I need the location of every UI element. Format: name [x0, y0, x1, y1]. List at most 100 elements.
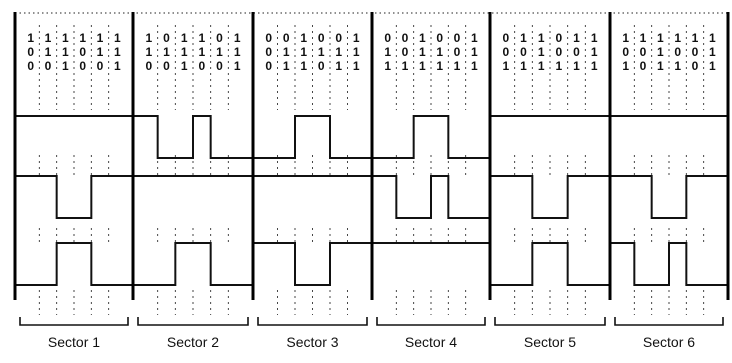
- bit-value: 1: [335, 59, 342, 73]
- bit-value: 0: [265, 59, 272, 73]
- bit-value: 1: [471, 31, 478, 45]
- bit-value: 0: [640, 59, 647, 73]
- bit-value: 0: [502, 31, 509, 45]
- bit-value: 1: [591, 59, 598, 73]
- bit-value: 0: [335, 31, 342, 45]
- bit-value: 1: [62, 59, 69, 73]
- bit-value: 0: [384, 31, 391, 45]
- bit-value: 1: [591, 31, 598, 45]
- bit-value: 1: [234, 31, 241, 45]
- bit-value: 1: [573, 31, 580, 45]
- bit-value: 1: [353, 45, 360, 59]
- bit-value: 0: [163, 31, 170, 45]
- bit-value: 0: [674, 45, 681, 59]
- bit-value: 1: [436, 45, 443, 59]
- bit-value: 1: [591, 45, 598, 59]
- bit-value: 1: [163, 45, 170, 59]
- sector-bracket: [19, 317, 129, 326]
- bit-value: 1: [709, 31, 716, 45]
- sector-label: Sector 5: [524, 334, 576, 350]
- bit-value: 1: [520, 31, 527, 45]
- bit-value: 1: [318, 45, 325, 59]
- bit-value: 0: [318, 59, 325, 73]
- bit-value: 0: [622, 45, 629, 59]
- bit-value: 1: [335, 45, 342, 59]
- bit-value: 1: [145, 31, 152, 45]
- sector-bracket: [494, 317, 606, 326]
- phase-waveform: [133, 242, 253, 286]
- bit-value: 1: [471, 59, 478, 73]
- bit-value: 1: [657, 31, 664, 45]
- timing-grid: [15, 12, 728, 315]
- bit-value: 1: [62, 45, 69, 59]
- sector-label: Sector 3: [286, 334, 338, 350]
- bit-value: 1: [538, 59, 545, 73]
- bit-value: 1: [45, 45, 52, 59]
- phase-waveform: [490, 175, 610, 219]
- bit-value: 1: [436, 59, 443, 73]
- bit-value: 1: [384, 45, 391, 59]
- bit-value: 0: [145, 59, 152, 73]
- bit-value: 0: [692, 59, 699, 73]
- bit-value: 1: [114, 45, 121, 59]
- sector-label: Sector 1: [48, 334, 100, 350]
- bit-value: 1: [198, 31, 205, 45]
- sector-bracket: [257, 317, 368, 326]
- bit-value: 0: [502, 45, 509, 59]
- bit-value: 1: [353, 59, 360, 73]
- sector-brackets: [19, 317, 724, 326]
- bit-value: 1: [419, 45, 426, 59]
- bit-value: 1: [234, 59, 241, 73]
- bit-value: 1: [502, 59, 509, 73]
- phase-waveform: [15, 175, 133, 219]
- phase-waveform: [15, 242, 133, 286]
- bit-value: 1: [45, 31, 52, 45]
- bit-value: 0: [692, 45, 699, 59]
- bit-value: 1: [709, 59, 716, 73]
- bit-value: 1: [27, 31, 34, 45]
- bit-value: 0: [640, 45, 647, 59]
- bit-value: 0: [318, 31, 325, 45]
- sector-label: Sector 4: [405, 334, 457, 350]
- bit-value: 1: [471, 45, 478, 59]
- bit-value: 1: [419, 59, 426, 73]
- sector-bracket: [376, 317, 486, 326]
- bit-value: 1: [283, 45, 290, 59]
- bit-value: 1: [538, 31, 545, 45]
- bit-value: 1: [674, 59, 681, 73]
- bit-value: 1: [114, 31, 121, 45]
- bit-value: 1: [640, 31, 647, 45]
- bit-value: 1: [573, 59, 580, 73]
- bit-value: 1: [181, 59, 188, 73]
- bit-value: 1: [657, 59, 664, 73]
- bit-value: 1: [300, 31, 307, 45]
- sector-bracket: [614, 317, 724, 326]
- bit-value: 1: [114, 59, 121, 73]
- bit-value: 0: [402, 31, 409, 45]
- bit-value: 1: [300, 59, 307, 73]
- phase-waveform: [253, 242, 372, 286]
- bit-value: 1: [181, 45, 188, 59]
- bit-value: 0: [454, 45, 461, 59]
- bit-value: 0: [79, 59, 86, 73]
- phase-waveform: [133, 115, 253, 159]
- bit-value: 1: [674, 31, 681, 45]
- bit-value: 1: [79, 31, 86, 45]
- bit-value: 0: [27, 45, 34, 59]
- bit-value: 0: [265, 45, 272, 59]
- bit-value: 1: [62, 31, 69, 45]
- bit-value: 1: [384, 59, 391, 73]
- bit-value: 1: [145, 45, 152, 59]
- bit-value: 0: [436, 31, 443, 45]
- bit-value: 1: [709, 45, 716, 59]
- bit-value: 0: [555, 31, 562, 45]
- bit-value: 1: [97, 45, 104, 59]
- phase-waveform: [372, 175, 490, 219]
- bit-value: 1: [622, 59, 629, 73]
- bit-value: 1: [216, 45, 223, 59]
- bit-value: 0: [163, 59, 170, 73]
- bit-value: 0: [216, 31, 223, 45]
